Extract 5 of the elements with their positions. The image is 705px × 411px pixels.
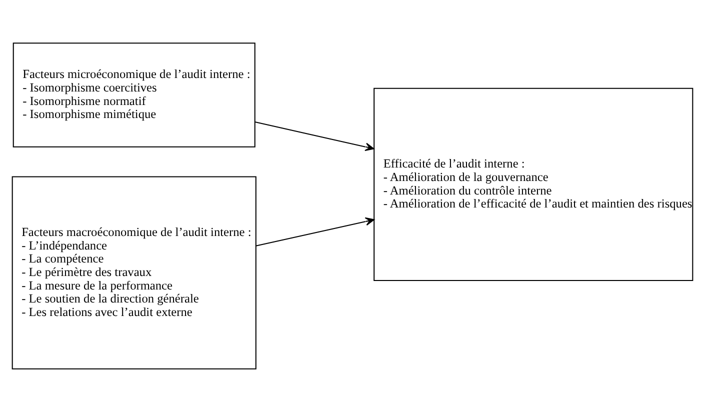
arrow	[255, 121, 374, 151]
arrow	[256, 216, 375, 246]
node-box: Facteurs macroéconomique de l’audit interne : - L’indépendance - La compétence - Le périmètre des travaux - La mesure de la performance - Le soutien de la direction générale - Les relations avec l’audit externe	[12, 176, 256, 369]
node-box: Facteurs microéconomique de l’audit interne : - Isomorphisme coercitives - Isomorphisme normatif - Isomorphisme mimétique	[12, 42, 256, 147]
node-box: Efficacité de l’audit interne : - Amélioration de la gouvernance - Amélioration du contrôle interne - Amélioration de l’efficacité de l’audit et maintien des risques	[374, 87, 694, 281]
